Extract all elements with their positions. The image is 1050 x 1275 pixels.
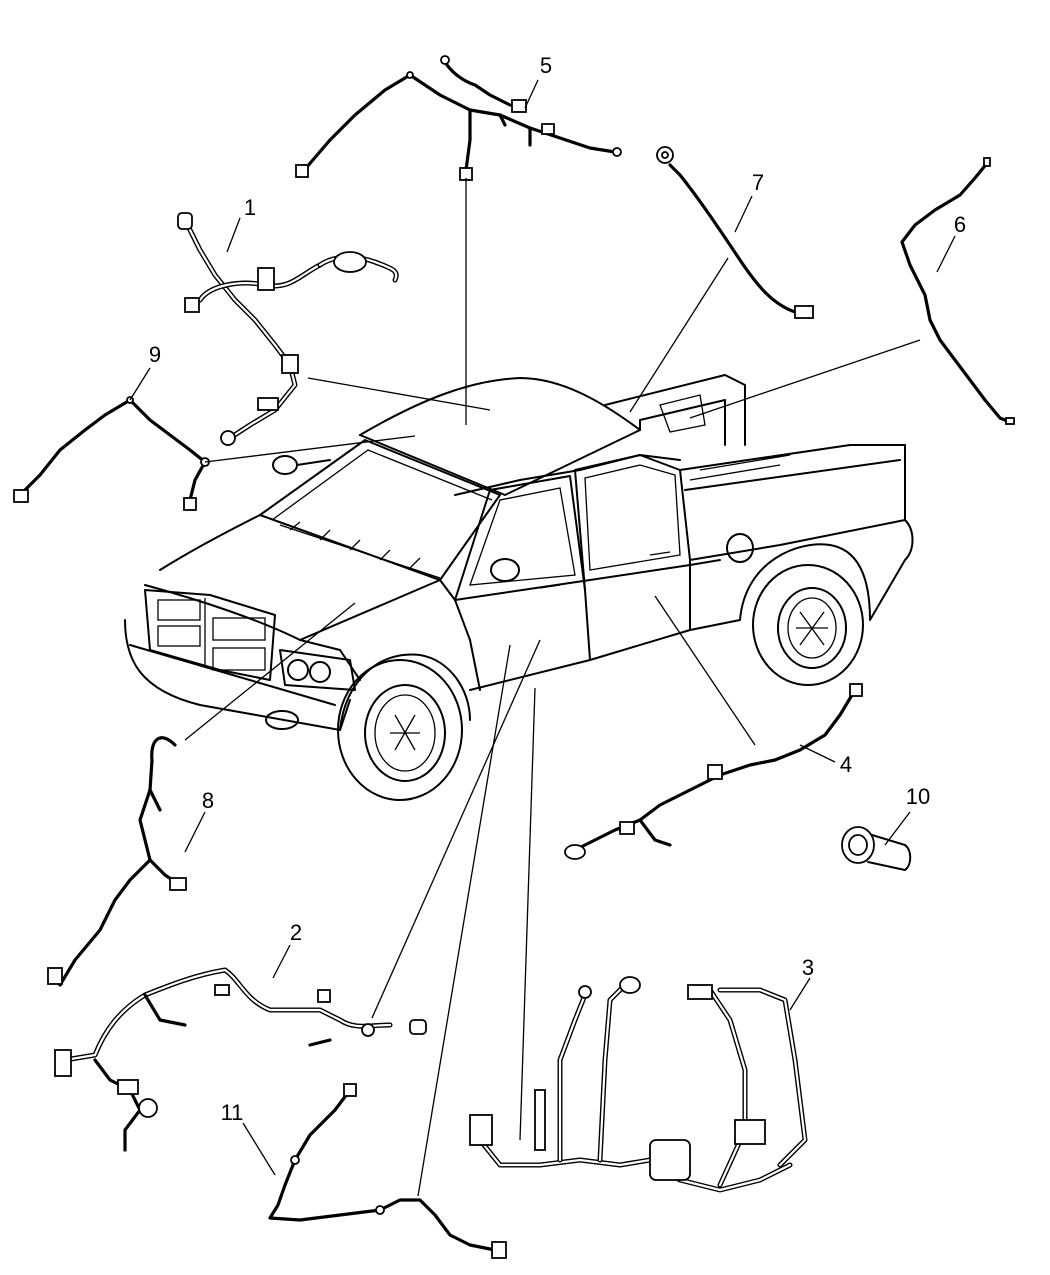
wiring-harness-1 xyxy=(177,212,399,446)
wiring-harness-8 xyxy=(47,736,187,987)
leader-lines xyxy=(129,79,956,1197)
callout-10: 10 xyxy=(906,784,930,809)
pickup-truck-illustration xyxy=(124,374,914,801)
callout-9: 9 xyxy=(149,342,161,367)
callout-2: 2 xyxy=(290,920,302,945)
wiring-harness-7 xyxy=(656,146,814,319)
wiring-harness-2 xyxy=(54,967,427,1152)
callout-5: 5 xyxy=(540,53,552,78)
callout-11: 11 xyxy=(221,1100,244,1125)
wiring-harness-9 xyxy=(13,396,210,511)
sensor-10 xyxy=(841,826,912,871)
wiring-harness-5 xyxy=(295,55,622,181)
callout-4: 4 xyxy=(840,752,852,777)
callout-3: 3 xyxy=(802,955,814,980)
callout-6: 6 xyxy=(954,212,966,237)
callout-1: 1 xyxy=(244,195,256,220)
wiring-harness-4 xyxy=(564,683,863,860)
callout-8: 8 xyxy=(202,788,214,813)
callout-7: 7 xyxy=(752,170,764,195)
wiring-harness-3 xyxy=(469,976,808,1193)
callout-numbers: 1 2 3 4 5 6 7 8 9 10 11 xyxy=(149,53,966,1125)
wiring-harness-6 xyxy=(900,157,1015,425)
wiring-harness-11 xyxy=(268,1083,507,1259)
